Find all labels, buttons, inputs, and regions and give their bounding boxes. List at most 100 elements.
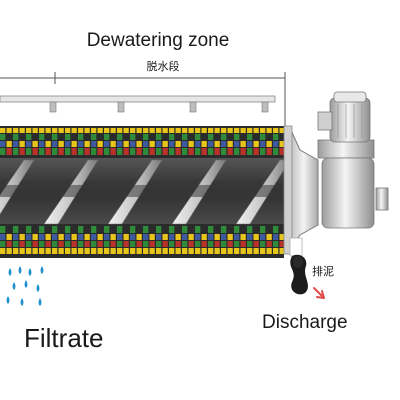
ring-segment [201, 241, 207, 247]
ring-segment [32, 141, 38, 147]
ring-segment [227, 134, 233, 140]
ring-segment [234, 234, 240, 240]
ring-segment [188, 134, 194, 140]
ring-segment [52, 234, 58, 240]
ring-column [149, 226, 155, 254]
ring-segment [273, 128, 279, 133]
ring-segment [0, 134, 6, 140]
ring-segment [195, 148, 201, 155]
ring-column [162, 128, 168, 155]
ring-segment [26, 226, 32, 233]
ring-segment [182, 134, 188, 140]
ring-segment [201, 234, 207, 240]
ring-column [58, 226, 64, 254]
ring-segment [52, 134, 58, 140]
ring-segment [143, 248, 149, 254]
ring-segment [143, 128, 149, 133]
ring-segment [130, 241, 136, 247]
ring-column [214, 128, 220, 155]
ring-column [234, 226, 240, 254]
ring-column [214, 226, 220, 254]
ring-segment [26, 128, 32, 133]
ring-segment [78, 248, 84, 254]
ring-segment [188, 226, 194, 233]
ring-segment [13, 248, 19, 254]
ring-segment [91, 141, 97, 147]
ring-segment [143, 234, 149, 240]
ring-column [201, 226, 207, 254]
ring-segment [279, 148, 285, 155]
ring-column [227, 128, 233, 155]
ring-segment [84, 241, 90, 247]
ring-segment [123, 248, 129, 254]
ring-segment [169, 141, 175, 147]
ring-segment [13, 134, 19, 140]
ring-segment [149, 141, 155, 147]
ring-column [78, 226, 84, 254]
ring-column [58, 128, 64, 155]
ring-segment [117, 241, 123, 247]
sludge-label: 排泥 [312, 264, 334, 278]
ring-segment [221, 128, 227, 133]
ring-segment [208, 234, 214, 240]
ring-column [247, 128, 253, 155]
ring-segment [260, 128, 266, 133]
ring-segment [13, 128, 19, 133]
ring-segment [19, 234, 25, 240]
ring-column [110, 128, 116, 155]
ring-segment [227, 226, 233, 233]
ring-segment [266, 241, 272, 247]
ring-segment [240, 148, 246, 155]
ring-column [169, 226, 175, 254]
ring-segment [19, 241, 25, 247]
ring-segment [110, 148, 116, 155]
filtrate-label: Filtrate [24, 323, 103, 353]
ring-segment [188, 248, 194, 254]
ring-segment [123, 141, 129, 147]
ring-segment [195, 241, 201, 247]
ring-segment [65, 241, 71, 247]
ring-segment [110, 241, 116, 247]
ring-segment [253, 141, 259, 147]
ring-segment [143, 226, 149, 233]
ring-segment [32, 234, 38, 240]
ring-segment [253, 128, 259, 133]
ring-segment [58, 248, 64, 254]
ring-column [32, 226, 38, 254]
ring-segment [247, 141, 253, 147]
ring-segment [253, 226, 259, 233]
ring-segment [273, 241, 279, 247]
ring-segment [175, 241, 181, 247]
ring-segment [91, 134, 97, 140]
zone-dimension-line [0, 72, 286, 128]
ring-segment [266, 134, 272, 140]
ring-segment [162, 248, 168, 254]
ring-segment [91, 148, 97, 155]
ring-column [104, 226, 110, 254]
ring-column [240, 128, 246, 155]
discharge-arrow-icon [313, 287, 325, 299]
ring-segment [227, 248, 233, 254]
ring-segment [266, 248, 272, 254]
ring-segment [175, 148, 181, 155]
ring-column [71, 226, 77, 254]
screw-shaft [0, 185, 300, 197]
ring-segment [13, 241, 19, 247]
ring-segment [234, 148, 240, 155]
ring-segment [45, 134, 51, 140]
ring-segment [39, 248, 45, 254]
ring-segment [201, 128, 207, 133]
ring-column [130, 226, 136, 254]
ring-segment [45, 248, 51, 254]
ring-segment [227, 141, 233, 147]
ring-segment [195, 128, 201, 133]
ring-segment [71, 148, 77, 155]
ring-column [143, 226, 149, 254]
spray-nozzle-icon [49, 101, 57, 113]
ring-segment [273, 234, 279, 240]
ring-segment [214, 234, 220, 240]
ring-segment [13, 234, 19, 240]
ring-segment [149, 134, 155, 140]
ring-segment [45, 148, 51, 155]
spray-pipe [0, 95, 276, 113]
